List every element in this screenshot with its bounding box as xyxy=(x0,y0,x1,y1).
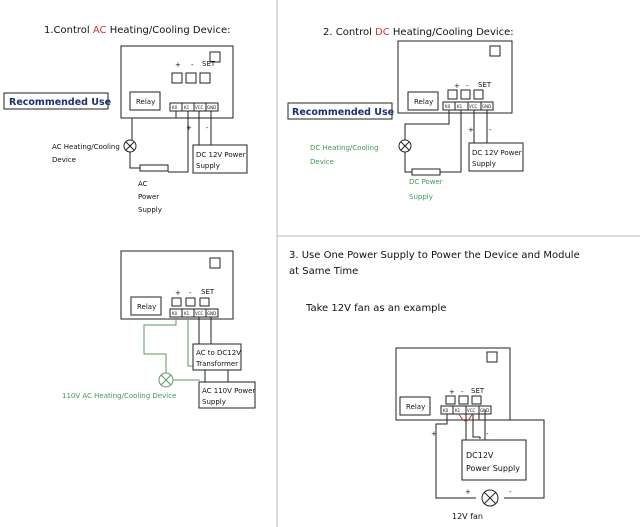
minus-label: - xyxy=(191,61,194,69)
dc-supply-resistor-icon xyxy=(411,168,441,176)
dc-device-label-2: Device xyxy=(310,158,334,166)
section-4-title-line1: 3. Use One Power Supply to Power the Dev… xyxy=(289,250,580,261)
svg-text:-: - xyxy=(489,126,492,134)
section-3-110v-transformer: Relay + - SET K0 K1 VCC GND AC to DC12V … xyxy=(62,250,256,409)
ac-device-label-2: Device xyxy=(52,156,76,164)
recommended-use-label: Recommended Use xyxy=(292,107,394,118)
ac-dc-transformer-box xyxy=(192,343,242,371)
svg-text:-: - xyxy=(206,124,209,132)
dc-device-label-1: DC Heating/Cooling xyxy=(310,144,379,152)
section-4-shared-power: 3. Use One Power Supply to Power the Dev… xyxy=(289,250,580,521)
svg-text:GND: GND xyxy=(482,104,491,109)
ac-device-label-1: AC Heating/Cooling xyxy=(52,143,120,151)
110v-device-label: 110V AC Heating/Cooling Device xyxy=(62,392,176,400)
svg-text:+: + xyxy=(449,388,455,396)
svg-text:DC 12V Power: DC 12V Power xyxy=(472,149,522,157)
svg-text:K1: K1 xyxy=(457,104,463,109)
button-set xyxy=(199,72,211,84)
relay-label: Relay xyxy=(136,98,155,106)
svg-text:VCC: VCC xyxy=(467,408,476,413)
section-4-subtitle: Take 12V fan as an example xyxy=(305,303,446,314)
svg-text:VCC: VCC xyxy=(195,311,204,316)
svg-text:+: + xyxy=(454,82,460,90)
section-1-ac-control: 1.Control AC Heating/Cooling Device: Rel… xyxy=(3,25,248,214)
section-2-dc-control: 2. Control DC Heating/Cooling Device: Re… xyxy=(287,27,524,201)
recommended-use-badge xyxy=(287,102,393,120)
section-1-title: 1.Control AC Heating/Cooling Device: xyxy=(44,25,230,36)
pin-k1: K1 xyxy=(184,105,190,110)
svg-text:Power Supply: Power Supply xyxy=(466,464,520,473)
pin-gnd: GND xyxy=(207,105,216,110)
svg-text:K1: K1 xyxy=(184,311,190,316)
dc-supply-label-2: Supply xyxy=(409,193,433,201)
plus-label: + xyxy=(175,61,181,69)
recommended-use-badge xyxy=(3,92,109,110)
svg-text:K1: K1 xyxy=(455,408,461,413)
relay-label: Relay xyxy=(414,98,433,106)
svg-text:SET: SET xyxy=(478,81,492,89)
svg-text:Transformer: Transformer xyxy=(195,360,238,368)
svg-text:VCC: VCC xyxy=(469,104,478,109)
button-minus xyxy=(185,72,197,84)
dc-12v-supply-box xyxy=(192,144,248,174)
svg-text:-: - xyxy=(509,488,512,496)
recommended-use-label: Recommended Use xyxy=(9,97,111,108)
dc12v-supply-box xyxy=(461,439,527,481)
fan-label: 12V fan xyxy=(452,512,483,521)
display-square xyxy=(489,45,501,57)
svg-text:GND: GND xyxy=(207,311,216,316)
svg-text:K0: K0 xyxy=(443,408,449,413)
svg-text:Supply: Supply xyxy=(202,398,226,406)
relay-label: Relay xyxy=(137,303,156,311)
svg-text:+: + xyxy=(175,289,181,297)
svg-text:K0: K0 xyxy=(445,104,451,109)
ac-110v-supply-box xyxy=(198,381,256,409)
dc-supply-line1: DC 12V Power xyxy=(196,151,246,159)
set-label: SET xyxy=(202,60,216,68)
svg-text:+: + xyxy=(465,488,471,496)
ac-supply-label-1: AC xyxy=(138,180,148,188)
button-plus xyxy=(171,72,183,84)
relay-box xyxy=(399,396,431,416)
svg-text:SET: SET xyxy=(471,387,485,395)
svg-text:-: - xyxy=(486,430,489,438)
svg-text:+: + xyxy=(186,124,192,132)
svg-text:-: - xyxy=(466,82,469,90)
section-4-title-line2: at Same Time xyxy=(289,266,358,277)
svg-text:Supply: Supply xyxy=(472,160,496,168)
ac-supply-resistor-icon xyxy=(139,164,169,172)
dc-supply-label-1: DC Power xyxy=(409,178,443,186)
relay-box xyxy=(130,296,162,316)
relay-label: Relay xyxy=(406,403,425,411)
pin-vcc: VCC xyxy=(195,105,204,110)
svg-text:+: + xyxy=(468,126,474,134)
ac-supply-label-2: Power xyxy=(138,193,159,201)
svg-text:-: - xyxy=(189,289,192,297)
svg-text:AC 110V Power: AC 110V Power xyxy=(202,387,255,395)
svg-text:K0: K0 xyxy=(172,311,178,316)
relay-box xyxy=(129,91,161,111)
svg-text:AC to DC12V: AC to DC12V xyxy=(196,349,241,357)
pin-k0: K0 xyxy=(172,105,178,110)
section-2-title: 2. Control DC Heating/Cooling Device: xyxy=(323,27,514,38)
svg-text:-: - xyxy=(461,388,464,396)
relay-box xyxy=(407,91,439,111)
ac-supply-label-3: Supply xyxy=(138,206,162,214)
dc-supply-line2: Supply xyxy=(196,162,220,170)
dc-12v-supply-box xyxy=(468,142,524,172)
svg-text:DC12V: DC12V xyxy=(466,451,494,460)
display-square xyxy=(209,51,221,63)
svg-text:+: + xyxy=(431,430,437,438)
svg-text:SET: SET xyxy=(201,288,215,296)
